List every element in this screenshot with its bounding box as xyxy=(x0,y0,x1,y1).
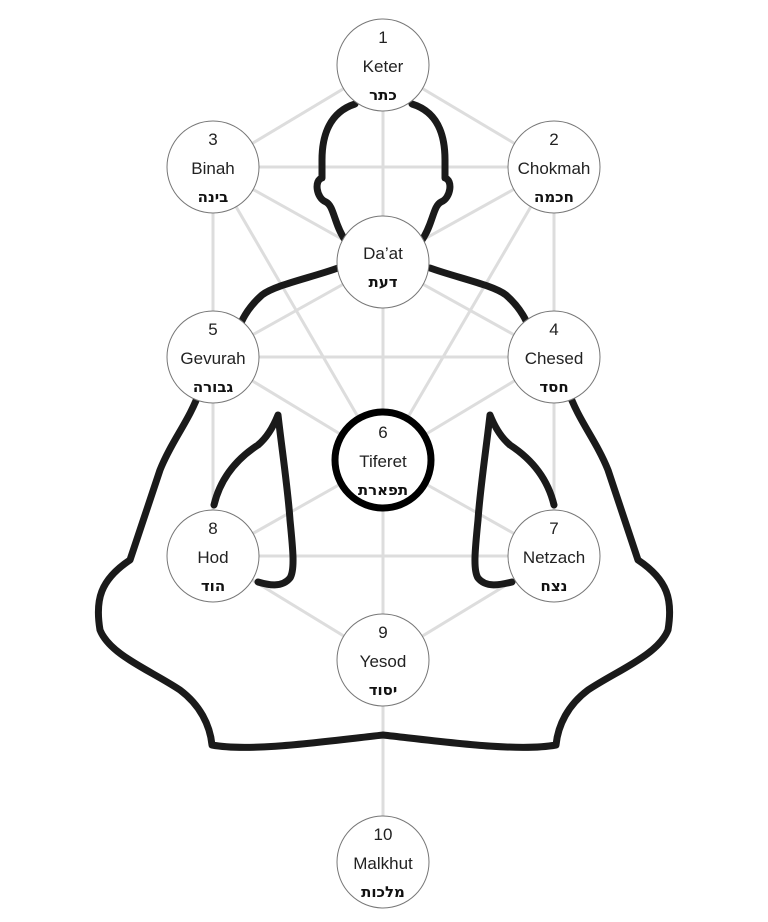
node-number: 9 xyxy=(378,623,387,642)
node-number: 10 xyxy=(374,825,393,844)
node-circle xyxy=(336,815,430,909)
node-hebrew-name: חסד xyxy=(539,378,568,396)
node-circle xyxy=(166,120,260,214)
node-hebrew-name: כתר xyxy=(369,86,397,104)
edge-binah-tiferet xyxy=(211,166,385,461)
node-number: 8 xyxy=(208,519,217,538)
node-number: 5 xyxy=(208,320,217,339)
node-circle xyxy=(507,509,601,603)
node-number: 2 xyxy=(549,130,558,149)
node-name: Chesed xyxy=(525,349,584,368)
node-name: Yesod xyxy=(360,652,407,671)
node-name: Binah xyxy=(191,159,234,178)
node-name: Hod xyxy=(197,548,228,567)
node-hebrew-name: חכמה xyxy=(534,188,574,206)
node-hebrew-name: גבורה xyxy=(193,378,234,396)
node-circle xyxy=(507,120,601,214)
node-daat: Da’at דעת xyxy=(336,215,430,309)
node-hebrew-name: מלכות xyxy=(361,883,405,901)
meditating-body-silhouette xyxy=(94,100,674,751)
edge-chokmah-tiferet xyxy=(381,166,556,461)
node-hebrew-name: נצח xyxy=(541,577,568,595)
node-name: Da’at xyxy=(363,244,403,263)
node-number: 7 xyxy=(549,519,558,538)
node-name: Chokmah xyxy=(518,159,591,178)
node-number: 1 xyxy=(378,28,387,47)
node-name: Netzach xyxy=(523,548,585,567)
node-circle xyxy=(331,408,435,512)
node-number: 4 xyxy=(549,320,558,339)
node-name: Keter xyxy=(363,57,404,76)
node-circle xyxy=(507,310,601,404)
node-hebrew-name: הוד xyxy=(201,577,225,595)
node-circle xyxy=(166,310,260,404)
node-circle xyxy=(336,18,430,112)
node-circle xyxy=(166,509,260,603)
node-number: 6 xyxy=(378,423,387,442)
node-hebrew-name: תפארת xyxy=(358,481,408,499)
node-circle xyxy=(336,215,430,309)
node-name: Gevurah xyxy=(180,349,245,368)
node-number: 3 xyxy=(208,130,217,149)
node-hebrew-name: יסוד xyxy=(369,681,398,699)
node-name: Tiferet xyxy=(359,452,407,471)
node-hebrew-name: בינה xyxy=(198,188,229,206)
node-name: Malkhut xyxy=(353,854,413,873)
node-circle xyxy=(336,613,430,707)
node-hebrew-name: דעת xyxy=(368,273,397,291)
